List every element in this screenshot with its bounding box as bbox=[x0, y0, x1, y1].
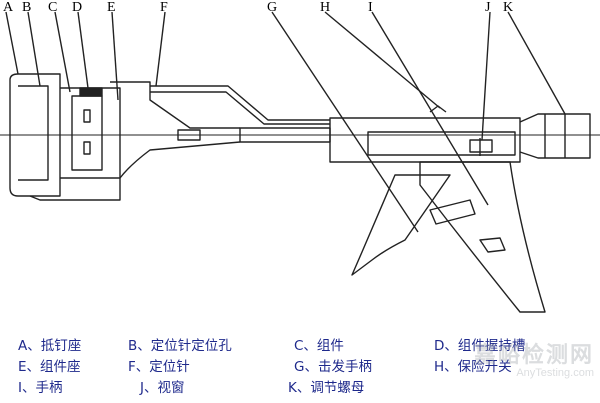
leader-A bbox=[5, 11, 19, 75]
handle-notch bbox=[479, 237, 506, 253]
legend-item-E: E、组件座 bbox=[18, 359, 81, 375]
main-body bbox=[329, 117, 521, 163]
legend-item-A: A、抵钉座 bbox=[18, 338, 82, 354]
leader-K bbox=[507, 11, 566, 115]
shaft-window bbox=[177, 129, 201, 141]
leader-H bbox=[324, 11, 441, 109]
stapler-line-drawing bbox=[0, 11, 600, 313]
leader-C bbox=[54, 11, 71, 93]
legend-item-I: I、手柄 bbox=[18, 380, 63, 396]
cartridge-grip-slot bbox=[79, 87, 103, 97]
leader-D bbox=[77, 11, 89, 89]
positioning-pin-line bbox=[150, 85, 330, 121]
legend-item-H: H、保险开关 bbox=[434, 359, 512, 375]
label-E: E bbox=[107, 0, 116, 15]
view-window-part bbox=[469, 139, 493, 153]
cartridge-part bbox=[60, 87, 121, 179]
firing-trigger-window bbox=[429, 199, 476, 225]
positioning-pin-line-2 bbox=[150, 91, 330, 125]
anvil-seat-part bbox=[9, 73, 61, 197]
label-I: I bbox=[368, 0, 373, 15]
watermark-text: 嘉峪检测网 bbox=[473, 343, 594, 368]
legend-item-K: K、调节螺母 bbox=[288, 380, 365, 396]
leader-G bbox=[271, 11, 419, 233]
leader-B bbox=[27, 11, 41, 87]
watermark-url: AnyTesting.com bbox=[516, 367, 594, 379]
label-A: A bbox=[3, 0, 14, 15]
leader-F bbox=[155, 11, 166, 87]
legend-item-J: J、视窗 bbox=[140, 380, 185, 396]
label-F: F bbox=[160, 0, 168, 15]
legend-item-C: C、组件 bbox=[294, 338, 344, 354]
legend-item-B: B、定位针定位孔 bbox=[128, 338, 232, 354]
cartridge-seat-top bbox=[110, 81, 240, 129]
label-H: H bbox=[320, 0, 331, 15]
label-G: G bbox=[267, 0, 278, 15]
cartridge-slot-1 bbox=[83, 109, 91, 123]
legend-item-D: D、组件握持槽 bbox=[434, 338, 526, 354]
watermark: 嘉峪检测网 AnyTesting.com bbox=[474, 345, 594, 380]
legend-item-F: F、定位针 bbox=[128, 359, 190, 375]
handle-part bbox=[419, 161, 546, 313]
cartridge-slot-2 bbox=[83, 141, 91, 155]
cartridge-seat-bottom bbox=[29, 178, 121, 201]
label-D: D bbox=[72, 0, 83, 15]
label-J: J bbox=[485, 0, 491, 15]
legend: A、抵钉座 B、定位针定位孔 C、组件 D、组件握持槽 E、组件座 F、定位针 … bbox=[0, 330, 600, 403]
legend-item-G: G、击发手柄 bbox=[294, 359, 372, 375]
adjust-knob-part bbox=[519, 113, 591, 159]
cartridge-window bbox=[71, 95, 103, 171]
cartridge-seat-neck bbox=[119, 141, 241, 179]
label-K: K bbox=[503, 0, 514, 15]
leader-J bbox=[481, 11, 491, 141]
firing-trigger-part bbox=[351, 174, 451, 276]
label-B: B bbox=[22, 0, 32, 15]
label-C: C bbox=[48, 0, 58, 15]
main-body-inner bbox=[367, 131, 516, 156]
leader-I bbox=[371, 11, 489, 206]
anvil-seat-inner bbox=[18, 85, 49, 181]
leader-E bbox=[111, 11, 119, 101]
